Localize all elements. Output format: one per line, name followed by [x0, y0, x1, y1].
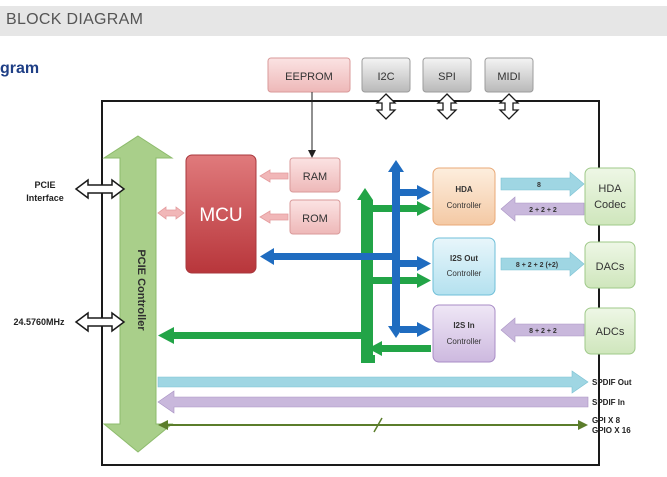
- pcie-controller-arrow: [102, 135, 174, 453]
- adcs-block: [584, 307, 636, 355]
- spi-block: [422, 57, 472, 93]
- mcu-block: [185, 154, 257, 274]
- i2c-block: [361, 57, 411, 93]
- rom-block: [289, 199, 341, 235]
- ram-mcu-arrow: [259, 169, 289, 183]
- adc-arrow: [500, 317, 585, 343]
- pcie-interface-label-2: Interface: [26, 193, 64, 203]
- rom-mcu-arrow: [259, 210, 289, 224]
- main-block-frame: [101, 100, 600, 466]
- rom-label: ROM: [302, 213, 328, 225]
- eeprom-label: EEPROM: [285, 71, 333, 83]
- dac-arrow: [500, 251, 585, 277]
- i2s-out-controller-label-2: Controller: [447, 269, 482, 278]
- adc-bus-label: 8 + 2 + 2: [529, 328, 557, 335]
- hda-controller-label: HDA: [455, 185, 473, 194]
- dacs-label: DACs: [596, 261, 625, 273]
- blue-control-bus: [260, 160, 431, 338]
- i2s-in-controller-label-2: Controller: [447, 337, 482, 346]
- i2s-out-controller-label: I2S Out: [450, 254, 478, 263]
- hda-controller-block: [432, 167, 496, 226]
- i2c-io-arrow: [375, 93, 397, 120]
- ram-block: [289, 157, 341, 193]
- eeprom-ram-arrowhead: [308, 150, 316, 158]
- midi-io-arrow: [498, 93, 520, 120]
- spi-io-arrow: [436, 93, 458, 120]
- i2s-in-controller-block: [432, 304, 496, 363]
- midi-label: MIDI: [497, 71, 520, 83]
- pcie-controller-label: PCIE Controller: [135, 249, 147, 331]
- hda-codec-in-arrow: [500, 196, 585, 222]
- dacs-block: [584, 241, 636, 289]
- spdif-out-arrow: [157, 370, 589, 394]
- gpio-left-arrowhead: [158, 420, 168, 430]
- hda-in-bus-label: 2 + 2 + 2: [529, 207, 557, 214]
- spdif-in-arrow: [157, 390, 589, 414]
- pcie-interface-label: PCIE: [34, 180, 55, 190]
- spdif-in-label: SPDIF In: [592, 398, 625, 407]
- pcie-interface-arrow: [74, 178, 126, 200]
- hda-out-bus-label: 8: [537, 182, 541, 189]
- clock-arrow: [74, 311, 126, 333]
- ram-label: RAM: [303, 171, 327, 183]
- spi-label: SPI: [438, 71, 456, 83]
- gpi-label: GPI X 8: [592, 416, 621, 425]
- hda-codec-label: HDA: [598, 183, 622, 195]
- hda-controller-label-2: Controller: [447, 201, 482, 210]
- gpio-bus-slash: [373, 417, 383, 433]
- eeprom-block: [267, 57, 351, 93]
- hda-codec-out-arrow: [500, 171, 585, 197]
- i2c-label: I2C: [377, 71, 394, 83]
- mcu-label: MCU: [199, 205, 242, 226]
- page-title: BLOCK DIAGRAM: [6, 11, 144, 28]
- midi-block: [484, 57, 534, 93]
- pcie-mcu-arrow: [157, 206, 185, 220]
- gpio-right-arrowhead: [578, 420, 588, 430]
- hda-codec-label-2: Codec: [594, 199, 626, 211]
- hda-codec-block: [584, 167, 636, 226]
- adcs-label: ADCs: [596, 326, 625, 338]
- i2s-out-controller-block: [432, 237, 496, 296]
- diagram-subtitle: gram: [0, 60, 40, 77]
- clock-label: 24.5760MHz: [13, 317, 65, 327]
- gpio-label: GPIO X 16: [592, 426, 631, 435]
- dac-bus-label: 8 + 2 + 2 (+2): [516, 262, 558, 269]
- header-bar: [0, 6, 667, 36]
- spdif-out-label: SPDIF Out: [592, 378, 632, 387]
- i2s-in-controller-label: I2S In: [453, 321, 474, 330]
